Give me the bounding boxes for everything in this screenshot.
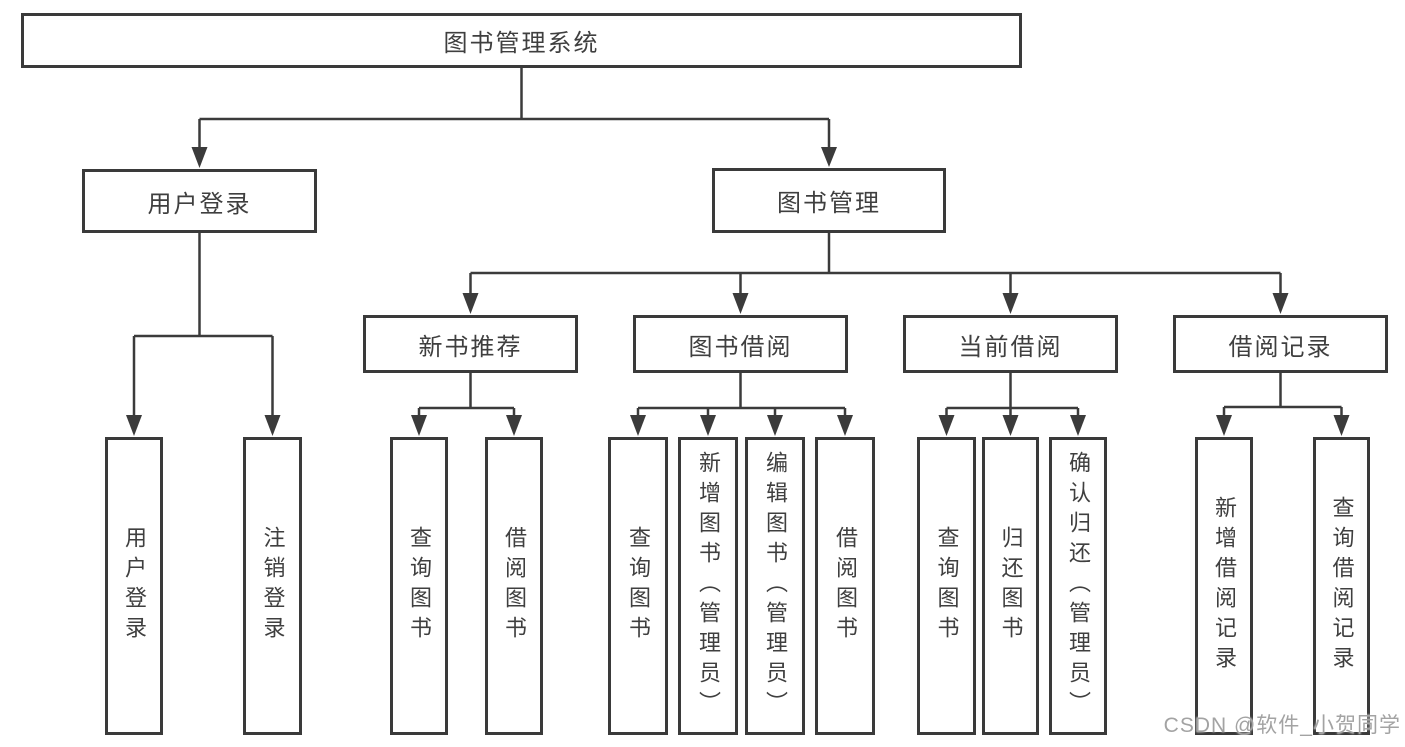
- node-book-borrow: 图书借阅: [633, 315, 848, 373]
- node-new-book-recommend: 新书推荐: [363, 315, 578, 373]
- node-leaf-confirm-return-admin: 确认归还（管理员）: [1049, 437, 1107, 735]
- node-borrow-record: 借阅记录: [1173, 315, 1388, 373]
- node-leaf-return-book: 归还图书: [982, 437, 1039, 735]
- node-leaf-add-book-admin: 新增图书（管理员）: [678, 437, 738, 735]
- arrowheads: [126, 147, 1350, 436]
- node-current-borrow: 当前借阅: [903, 315, 1118, 373]
- node-leaf-query-borrow-record: 查询借阅记录: [1313, 437, 1370, 735]
- csdn-watermark: CSDN @软件_小贺同学: [1163, 714, 1401, 737]
- node-leaf-query-books-3: 查询图书: [917, 437, 976, 735]
- node-leaf-borrow-books-1: 借阅图书: [485, 437, 543, 735]
- node-leaf-add-borrow-record: 新增借阅记录: [1195, 437, 1253, 735]
- node-leaf-edit-book-admin: 编辑图书（管理员）: [745, 437, 805, 735]
- node-user-login: 用户登录: [82, 169, 317, 233]
- node-leaf-user-login: 用户登录: [105, 437, 163, 735]
- node-leaf-borrow-books-2: 借阅图书: [815, 437, 875, 735]
- node-book-management: 图书管理: [712, 168, 946, 233]
- node-library-system: 图书管理系统: [21, 13, 1022, 68]
- node-leaf-query-books-2: 查询图书: [608, 437, 668, 735]
- node-leaf-query-books-1: 查询图书: [390, 437, 448, 735]
- node-leaf-logout: 注销登录: [243, 437, 302, 735]
